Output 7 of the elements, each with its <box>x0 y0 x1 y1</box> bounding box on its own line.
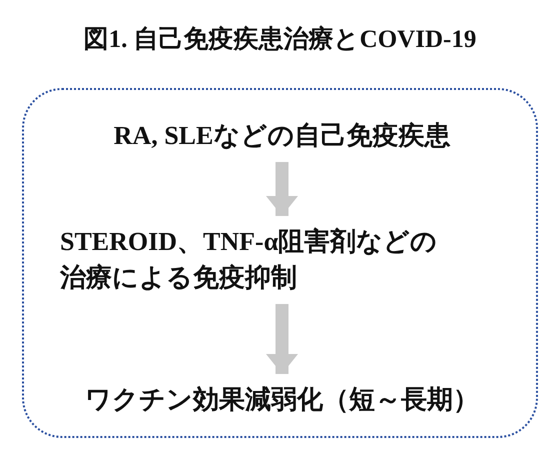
down-arrow <box>266 162 298 216</box>
rounded-frame <box>22 88 538 438</box>
down-arrow <box>266 304 298 374</box>
step-text: RA, SLEなどの自己免疫疾患 <box>112 118 452 156</box>
step-text: STEROID、TNF-α阻害剤などの治療による免疫抑制 <box>60 224 458 298</box>
step-text: ワクチン効果減弱化（短～長期） <box>72 382 492 422</box>
title: 図1. 自己免疫疾患治療とCOVID-19 <box>82 24 478 55</box>
